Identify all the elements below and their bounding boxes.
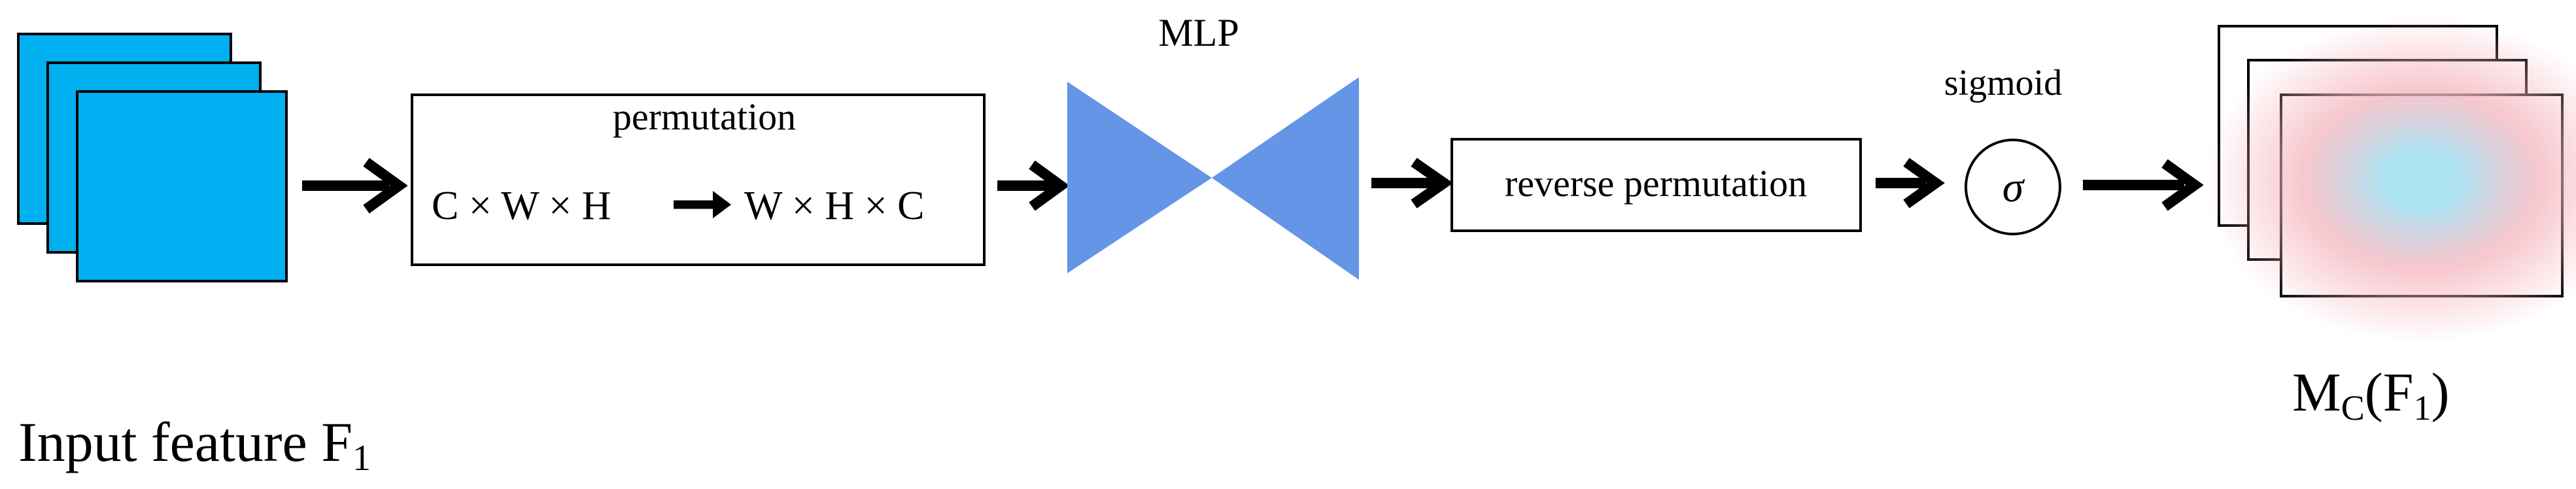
input-feature-label: Input feature F1 [18,411,371,479]
permutation-to-shape: W × H × C [744,184,924,228]
output-label: MC(F1) [2292,362,2449,428]
sigmoid-node: σ [1965,139,2061,235]
mlp-label: MLP [1158,11,1239,54]
arrow-permutation-to-mlp [997,160,1070,211]
mlp-decoder-triangle [1212,77,1359,280]
input-feature-map-front [76,90,288,282]
arrow-mlp-to-reverse [1371,158,1454,209]
mlp-encoder-triangle [1067,82,1212,273]
arrow-reverse-to-sigmoid [1876,158,1945,209]
reverse-permutation-label: reverse permutation [1505,162,1807,205]
arrow-sigmoid-to-output [2083,159,2204,211]
sigmoid-symbol: σ [2002,163,2025,211]
permutation-box: permutation C × W × H W × H × C [411,93,986,266]
sigmoid-label: sigmoid [1944,63,2062,103]
permutation-from-shape: C × W × H [432,184,611,228]
permutation-inner-arrow [674,191,731,218]
reverse-permutation-box: reverse permutation [1451,138,1862,232]
mlp-bowtie [1067,77,1359,280]
input-feature-stack [17,33,288,282]
permutation-title: permutation [613,95,796,138]
output-attention-heatmap [2206,16,2576,343]
arrow-input-to-permutation [302,158,408,214]
output-attention-stack [2206,16,2576,343]
